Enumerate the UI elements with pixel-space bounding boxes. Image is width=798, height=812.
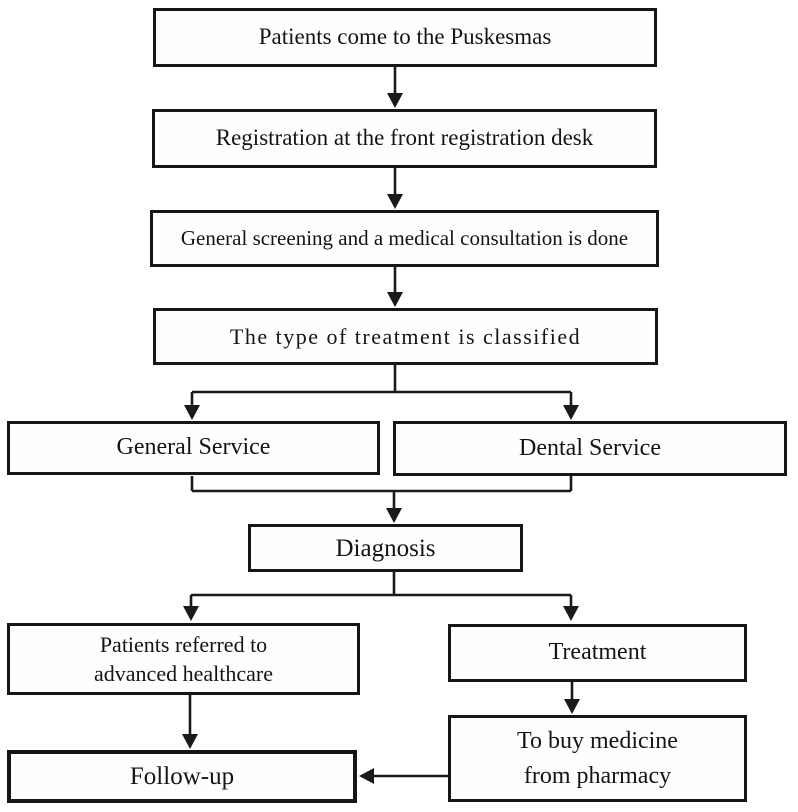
flow-node-screening: General screening and a medical consulta…: [150, 210, 659, 267]
flow-node-label: Registration at the front registration d…: [215, 125, 594, 151]
arrowhead-down-icon: [184, 405, 200, 420]
flow-node-treatment: Treatment: [448, 624, 747, 682]
flow-node-label: Follow-up: [129, 763, 235, 790]
flow-node-label: General screening and a medical consulta…: [180, 225, 629, 250]
arrowhead-down-icon: [387, 292, 403, 307]
arrowhead-down-icon: [563, 405, 579, 420]
arrowhead-down-icon: [387, 194, 403, 209]
arrowhead-down-icon: [182, 734, 198, 749]
flow-node-follow-up: Follow-up: [7, 750, 357, 803]
arrowhead-down-icon: [386, 508, 402, 523]
flow-node-label-line: Patients referred to: [99, 631, 268, 657]
flow-node-label: General Service: [116, 434, 271, 461]
arrow-classification-split: [190, 365, 573, 407]
arrowhead-down-icon: [563, 606, 579, 621]
arrowhead-down-icon: [564, 699, 580, 714]
arrowhead-down-icon: [387, 93, 403, 108]
flow-node-label-line: advanced healthcare: [94, 661, 273, 686]
arrow-diagnosis-split: [189, 572, 573, 608]
flow-node-diagnosis: Diagnosis: [248, 524, 523, 572]
flow-node-classification: The type of treatment is classified: [153, 308, 658, 365]
flow-node-label: Patients come to the Puskesmas: [258, 24, 552, 50]
flow-node-label: To buy medicine from pharmacy: [517, 724, 678, 794]
arrowhead-down-icon: [183, 606, 199, 621]
flow-node-dental-service: Dental Service: [393, 421, 787, 476]
flow-node-registration: Registration at the front registration d…: [152, 109, 657, 168]
arrow-services-merge-to-diagnosis: [190, 476, 573, 510]
flow-node-patients-come: Patients come to the Puskesmas: [153, 8, 657, 67]
flow-node-label: Dental Service: [519, 434, 661, 461]
flow-node-general-service: General Service: [7, 421, 380, 475]
flow-node-label-line: from pharmacy: [523, 762, 672, 789]
flow-node-label: Patients referred to advanced healthcare: [94, 630, 273, 688]
flow-node-buy-medicine: To buy medicine from pharmacy: [448, 715, 747, 802]
flow-node-label-line: To buy medicine: [517, 727, 678, 754]
flow-node-referred: Patients referred to advanced healthcare: [7, 623, 360, 695]
arrowhead-left-icon: [359, 768, 374, 784]
flow-node-label: The type of treatment is classified: [229, 323, 582, 349]
flow-node-label: Diagnosis: [335, 534, 436, 562]
flow-node-label: Treatment: [548, 639, 647, 666]
